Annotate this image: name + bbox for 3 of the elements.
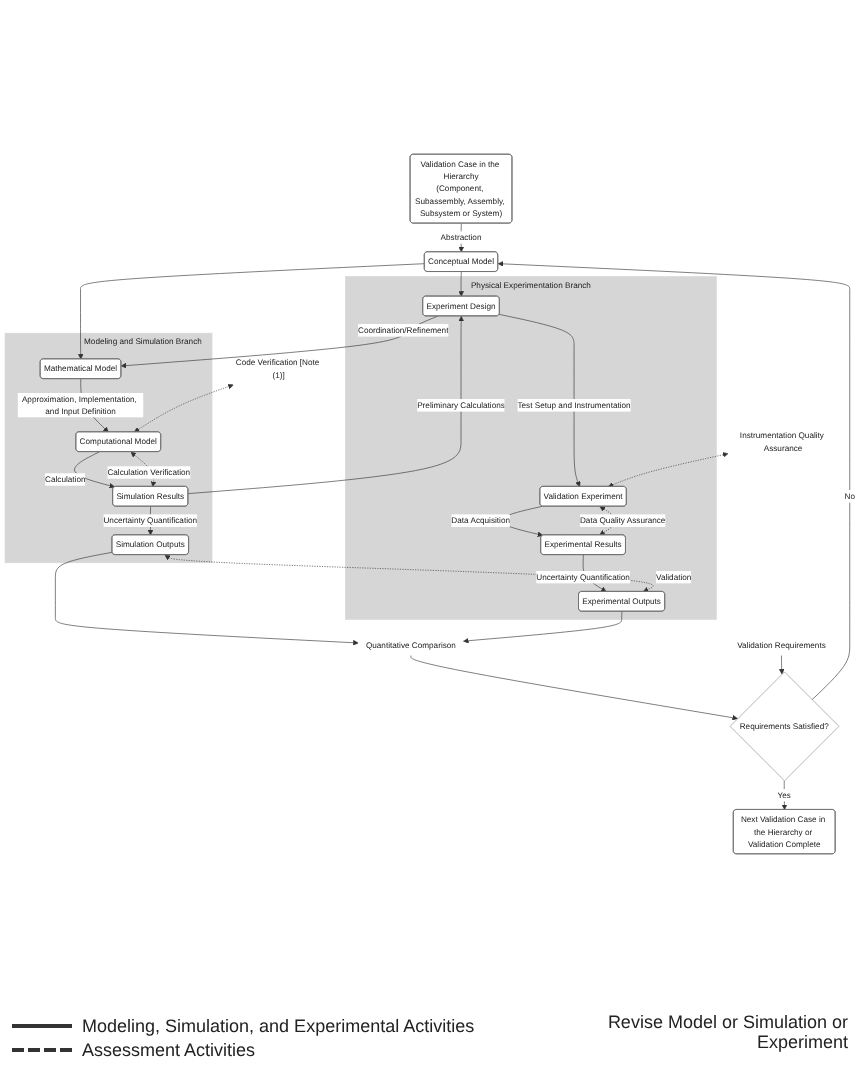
note-text: Revise Model or Simulation or Experiment	[607, 1012, 848, 1052]
legend-text: Assessment Activities	[82, 1040, 256, 1060]
legend-text: Modeling, Simulation, and Experimental Activities	[82, 1016, 475, 1036]
